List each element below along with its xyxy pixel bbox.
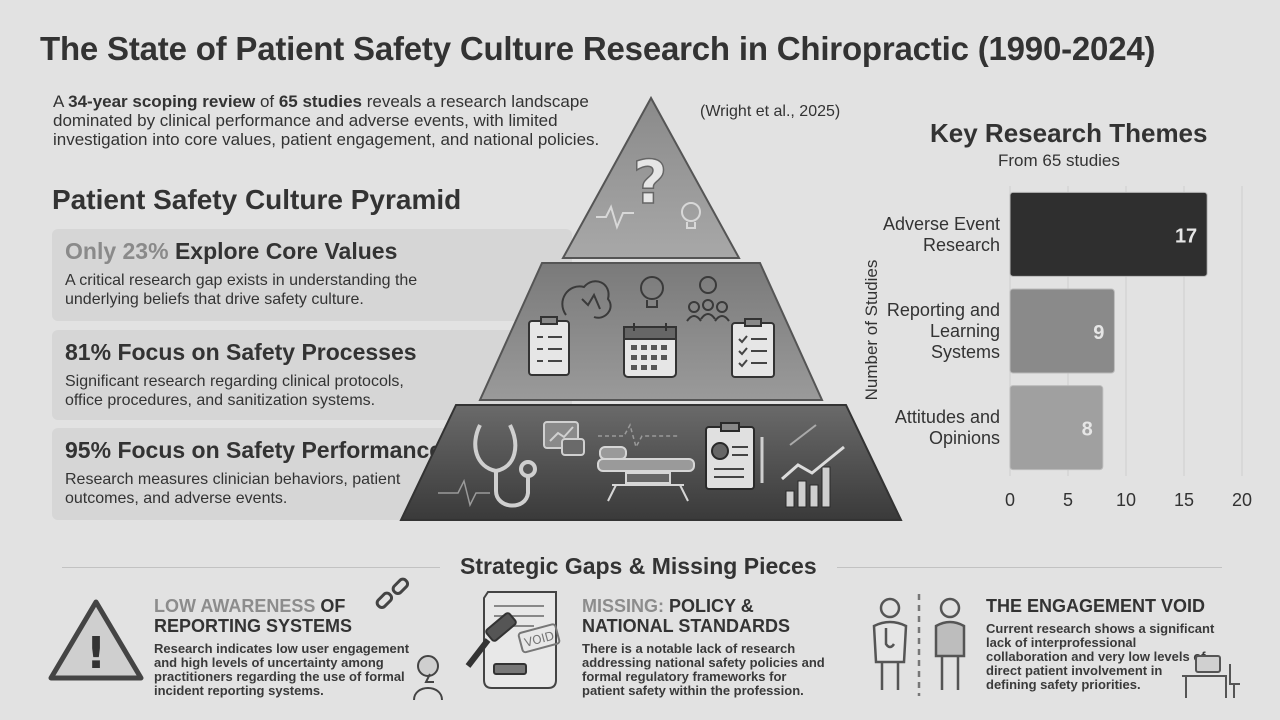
question-mark-icon: ? bbox=[633, 148, 668, 218]
team-gear-icon bbox=[686, 276, 730, 322]
lightbulb-icon bbox=[640, 276, 664, 308]
empty-desk-icon bbox=[1182, 655, 1240, 698]
stethoscope-icon bbox=[473, 424, 537, 508]
chart-tick-label: 0 bbox=[1005, 490, 1015, 510]
chart-tick-label: 5 bbox=[1063, 490, 1073, 510]
gap-text: There is a notable lack of research addr… bbox=[582, 641, 825, 698]
chart-tick-label: 15 bbox=[1174, 490, 1194, 510]
confused-person-icon bbox=[413, 655, 443, 701]
card-label: Explore Core Values bbox=[174, 238, 398, 264]
gap-heading-line2: NATIONAL STANDARDS bbox=[582, 616, 790, 636]
card-label: Focus on Safety Processes bbox=[117, 339, 417, 365]
safety-culture-pyramid: ? bbox=[399, 95, 903, 521]
chart-bar bbox=[1009, 191, 1208, 277]
clinician-patient-divide-icon bbox=[872, 594, 966, 696]
intro-text: A 34-year scoping review of 65 studies r… bbox=[53, 92, 600, 149]
key-themes-subtitle: From 65 studies bbox=[998, 151, 1120, 170]
chart-bubble-icon bbox=[543, 421, 585, 456]
card-core-values: Only 23% Explore Core Values A critical … bbox=[52, 229, 572, 321]
gap-text: Current research shows a significant lac… bbox=[986, 621, 1215, 692]
chart-bar bbox=[1009, 385, 1104, 471]
gap-missing-policy: MISSING: POLICY & NATIONAL STANDARDS The… bbox=[582, 596, 842, 698]
card-percent: Only 23% bbox=[65, 238, 169, 264]
card-percent: 81% bbox=[65, 339, 112, 365]
report-clipboard-icon bbox=[705, 422, 764, 490]
card-percent: 95% bbox=[65, 437, 112, 463]
calendar-icon bbox=[623, 323, 677, 378]
chart-data-label: 8 bbox=[1082, 419, 1093, 441]
gap-heading: THE ENGAGEMENT VOID bbox=[986, 596, 1206, 616]
gap-heading: OF bbox=[315, 596, 346, 616]
chart-data-label: 17 bbox=[1175, 225, 1197, 247]
gap-engagement-void: THE ENGAGEMENT VOID Current research sho… bbox=[986, 596, 1236, 692]
chart-tick-label: 20 bbox=[1232, 490, 1252, 510]
heartbeat-icon bbox=[596, 204, 634, 230]
card-text: A critical research gap exists in unders… bbox=[65, 272, 418, 308]
trend-bar-chart-icon bbox=[781, 424, 845, 508]
broken-link-icon bbox=[375, 577, 410, 610]
lightbulb-icon bbox=[681, 202, 701, 229]
warning-icon: ! bbox=[48, 599, 144, 681]
adjustment-table-icon bbox=[597, 446, 695, 502]
chart-tick-label: 10 bbox=[1116, 490, 1136, 510]
gap-heading: POLICY & bbox=[664, 596, 754, 616]
brain-icon bbox=[561, 280, 612, 319]
chart-bar bbox=[1009, 288, 1115, 374]
page-title: The State of Patient Safety Culture Rese… bbox=[40, 30, 1156, 67]
card-label: Focus on Safety Performance bbox=[117, 437, 443, 463]
gap-low-awareness: LOW AWARENESS OF REPORTING SYSTEMS Resea… bbox=[154, 596, 409, 698]
gap-heading-accent: MISSING: bbox=[582, 596, 665, 616]
key-themes-title: Key Research Themes bbox=[930, 118, 1208, 148]
card-text: Research measures clinician behaviors, p… bbox=[65, 471, 401, 507]
chart-data-label: 9 bbox=[1093, 322, 1104, 344]
pyramid-tier-core-values bbox=[561, 95, 741, 259]
gaps-section-title: Strategic Gaps & Missing Pieces bbox=[440, 553, 837, 580]
heartbeat-line bbox=[438, 423, 678, 508]
warning-symbol: ! bbox=[86, 628, 106, 679]
checklist-clipboard-icon bbox=[528, 316, 570, 376]
gap-text: Research indicates low user engagement a… bbox=[154, 641, 410, 698]
citation: (Wright et al., 2025) bbox=[700, 103, 841, 120]
pyramid-section-title: Patient Safety Culture Pyramid bbox=[52, 184, 462, 215]
checklist-clipboard-icon bbox=[731, 318, 775, 378]
gap-heading-line2: REPORTING SYSTEMS bbox=[154, 616, 353, 636]
gavel-void-document-icon: VOID bbox=[465, 591, 561, 689]
card-text: Significant research regarding clinical … bbox=[65, 373, 404, 409]
gap-heading-accent: LOW AWARENESS bbox=[154, 596, 316, 616]
